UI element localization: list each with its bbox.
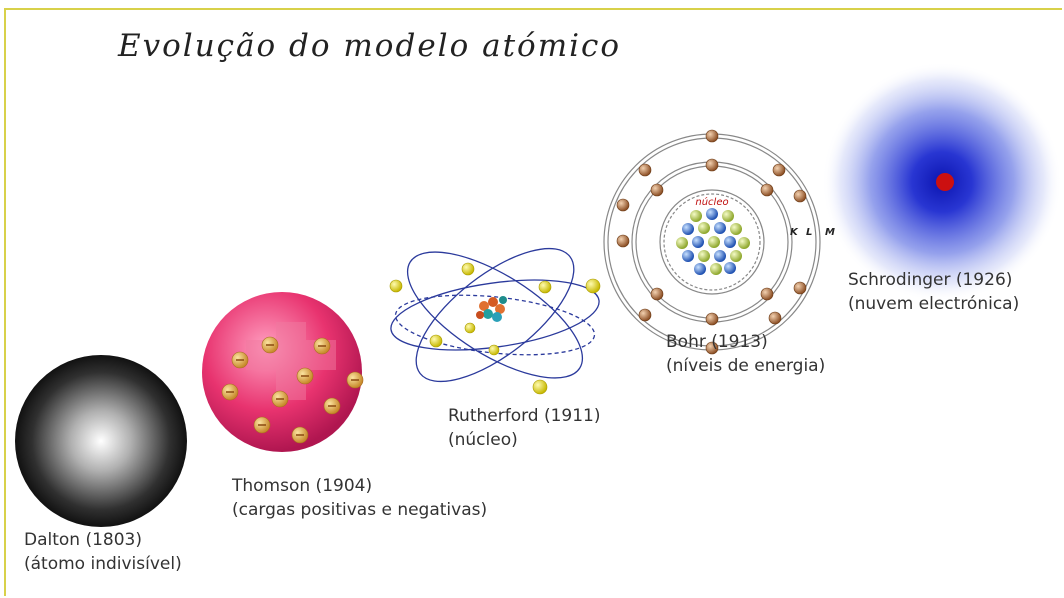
rutherford-description: (núcleo) — [448, 430, 518, 450]
bohr-shell-l: L — [806, 227, 812, 238]
thomson-sphere — [202, 292, 364, 452]
schrodinger-description: (nuvem electrónica) — [848, 294, 1020, 314]
bohr-nucleus-label: núcleo — [695, 196, 728, 208]
caption-thomson: Thomson (1904) (cargas positivas e negat… — [232, 474, 487, 522]
rutherford-nucleus — [476, 296, 507, 322]
caption-bohr: Bohr (1913) (níveis de energia) — [666, 330, 825, 378]
schrodinger-cloud — [822, 62, 1062, 302]
schrodinger-name: Schrodinger (1926) — [848, 270, 1013, 290]
bohr-shell-m: M — [825, 227, 835, 238]
bohr-description: (níveis de energia) — [666, 356, 826, 376]
bohr-atom: núcleo K L M — [603, 129, 835, 355]
bohr-shell-k: K — [790, 227, 799, 238]
dalton-sphere — [15, 355, 187, 527]
dalton-name: Dalton (1803) — [24, 530, 143, 550]
slide-border — [4, 8, 1062, 596]
thomson-description: (cargas positivas e negativas) — [232, 500, 488, 520]
caption-schrodinger: Schrodinger (1926) (nuvem electrónica) — [848, 268, 1019, 316]
page-title: Evolução do modelo atómico — [118, 28, 622, 64]
rutherford-name: Rutherford (1911) — [448, 406, 601, 426]
caption-rutherford: Rutherford (1911) (núcleo) — [448, 404, 601, 452]
thomson-name: Thomson (1904) — [232, 476, 373, 496]
dalton-description: (átomo indivisível) — [24, 554, 182, 574]
bohr-nucleus — [676, 208, 750, 275]
bohr-name: Bohr (1913) — [666, 332, 768, 352]
caption-dalton: Dalton (1803) (átomo indivisível) — [24, 528, 182, 576]
rutherford-atom — [389, 247, 601, 395]
